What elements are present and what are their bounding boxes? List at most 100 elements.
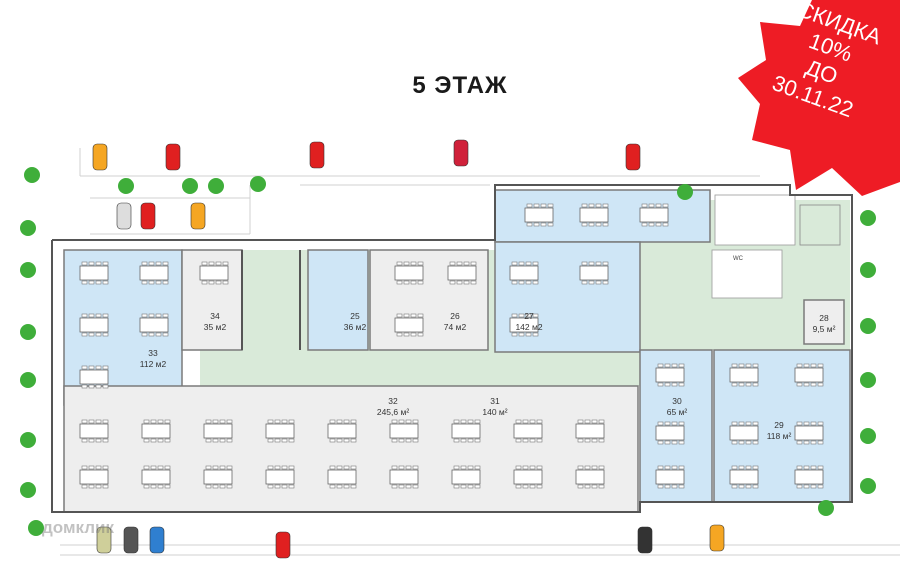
chair xyxy=(102,313,109,318)
chair xyxy=(518,280,525,285)
desk xyxy=(579,261,609,285)
desk-top xyxy=(139,265,169,281)
chair xyxy=(810,440,817,445)
chair xyxy=(267,465,274,470)
room-32-31 xyxy=(63,385,639,513)
chair xyxy=(817,440,824,445)
chair xyxy=(460,419,467,424)
chair xyxy=(581,203,588,208)
chair xyxy=(219,465,226,470)
chair xyxy=(143,484,150,489)
room-number: 34 xyxy=(210,311,220,321)
room-label-29: 29 118 м² xyxy=(756,420,802,442)
desk-top xyxy=(79,469,109,485)
chair xyxy=(810,484,817,489)
chair xyxy=(453,484,460,489)
chair xyxy=(329,419,336,424)
desk xyxy=(794,363,824,387)
desk-top xyxy=(79,423,109,439)
chair xyxy=(95,484,102,489)
tree xyxy=(860,262,876,278)
chair xyxy=(522,438,529,443)
chair xyxy=(536,419,543,424)
chair xyxy=(288,484,295,489)
chair xyxy=(662,222,669,227)
chair xyxy=(581,222,588,227)
desk xyxy=(394,313,424,337)
chair xyxy=(95,365,102,370)
desk xyxy=(513,419,543,443)
room-label-26: 26 74 м2 xyxy=(432,311,478,333)
desk xyxy=(655,421,685,445)
chair xyxy=(95,313,102,318)
room-area: 65 м² xyxy=(666,407,688,417)
desk-top xyxy=(199,265,229,281)
chair xyxy=(88,484,95,489)
chair xyxy=(95,465,102,470)
chair xyxy=(398,419,405,424)
desk-top xyxy=(575,423,605,439)
chair xyxy=(515,419,522,424)
desk xyxy=(203,419,233,443)
chair xyxy=(655,203,662,208)
desk-top xyxy=(389,423,419,439)
chair xyxy=(731,382,738,387)
chair xyxy=(595,261,602,266)
chair xyxy=(678,421,685,426)
desk xyxy=(141,419,171,443)
chair xyxy=(731,465,738,470)
chair xyxy=(540,203,547,208)
chair xyxy=(584,465,591,470)
room-number: 29 xyxy=(774,420,784,430)
chair xyxy=(584,484,591,489)
chair xyxy=(403,261,410,266)
tree xyxy=(118,178,134,194)
chair xyxy=(391,419,398,424)
chair xyxy=(745,465,752,470)
chair xyxy=(226,465,233,470)
chair xyxy=(81,484,88,489)
chair xyxy=(641,203,648,208)
chair xyxy=(274,419,281,424)
chair xyxy=(219,438,226,443)
desk-top xyxy=(79,265,109,281)
desk-group xyxy=(79,203,824,489)
desk-top xyxy=(579,265,609,281)
chair xyxy=(598,438,605,443)
chair xyxy=(657,440,664,445)
chair xyxy=(81,384,88,389)
chair xyxy=(581,280,588,285)
chair xyxy=(518,332,525,337)
chair xyxy=(205,438,212,443)
tree xyxy=(860,478,876,494)
chair xyxy=(417,261,424,266)
desk-top xyxy=(139,317,169,333)
desk xyxy=(79,465,109,489)
chair xyxy=(81,261,88,266)
chair xyxy=(678,440,685,445)
chair xyxy=(474,438,481,443)
chair xyxy=(412,419,419,424)
chair xyxy=(274,438,281,443)
chair xyxy=(150,438,157,443)
chair xyxy=(817,465,824,470)
desk xyxy=(579,203,609,227)
chair xyxy=(102,465,109,470)
chair xyxy=(88,438,95,443)
chair xyxy=(598,465,605,470)
chair xyxy=(515,438,522,443)
desk-top xyxy=(655,367,685,383)
desk xyxy=(729,363,759,387)
chair xyxy=(453,465,460,470)
desk-top xyxy=(729,367,759,383)
chair xyxy=(738,465,745,470)
desk-top xyxy=(513,469,543,485)
chair xyxy=(148,332,155,337)
room-26 xyxy=(369,249,489,351)
chair xyxy=(731,440,738,445)
chair xyxy=(417,332,424,337)
chair xyxy=(738,421,745,426)
chair xyxy=(453,438,460,443)
desk-top xyxy=(203,423,233,439)
room-28 xyxy=(803,299,845,345)
